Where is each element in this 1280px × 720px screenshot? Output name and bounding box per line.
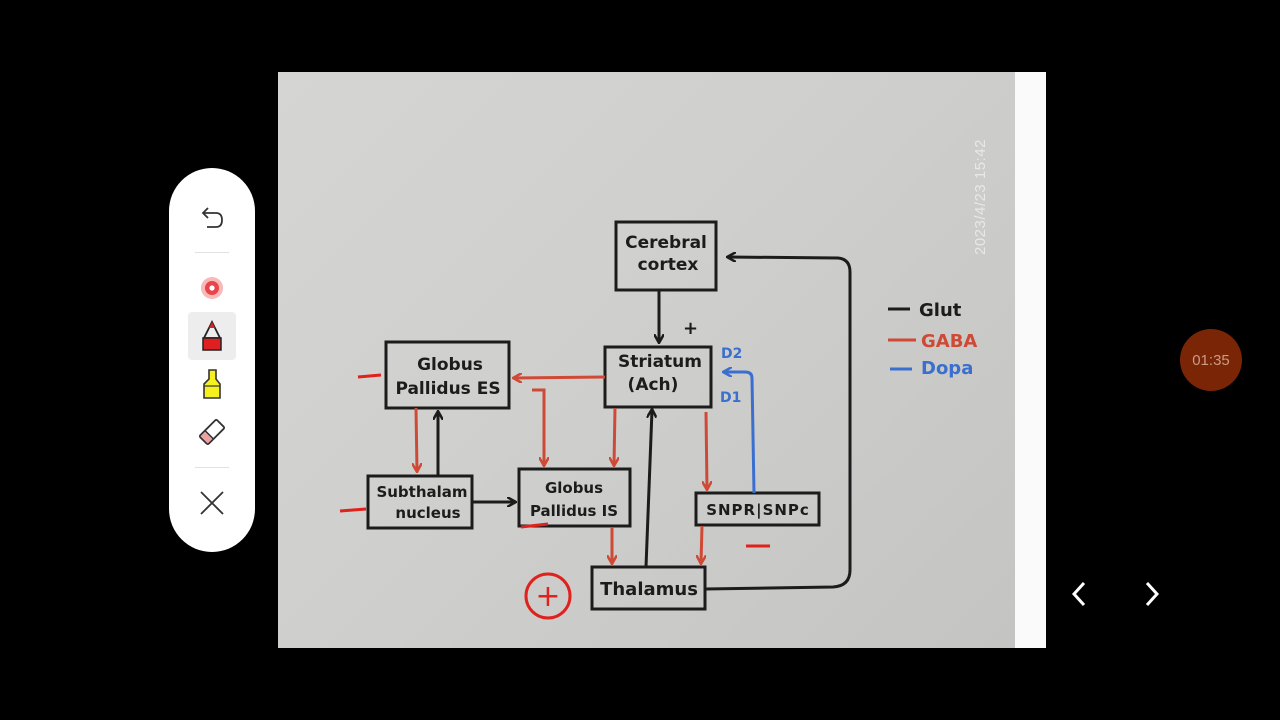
eraser-icon — [198, 418, 226, 446]
stn-line1: Subthalam — [376, 483, 467, 501]
gpis-line1: Globus — [545, 479, 603, 497]
striatum-to-gpis-left-arrow — [532, 388, 544, 465]
eraser-button[interactable] — [188, 408, 236, 456]
whiteboard-photo: Cerebral cortex Striatum (Ach) Globus Pa… — [278, 72, 1015, 648]
snpr-label: SNPR|SNPc — [706, 501, 810, 520]
cortex-line1: Cerebral — [625, 233, 707, 253]
chevron-right-icon — [1145, 581, 1160, 607]
laser-pointer-button[interactable] — [188, 264, 236, 312]
toolbar-divider — [195, 467, 229, 468]
legend-gaba: GABA — [921, 331, 977, 352]
gpes-to-stn-arrow — [416, 407, 417, 471]
annotation-toolbar — [169, 168, 255, 552]
legend-glut: Glut — [919, 300, 962, 321]
striatum-line1: Striatum — [618, 352, 702, 372]
gpis-line2: Pallidus IS — [530, 502, 618, 520]
highlighter-icon — [203, 369, 221, 399]
close-button[interactable] — [188, 479, 236, 527]
toolbar-divider — [195, 252, 229, 253]
box-snpr — [694, 491, 821, 527]
highlighter-button[interactable] — [188, 360, 236, 408]
next-button[interactable] — [1135, 578, 1167, 610]
snpr-to-thalamus-arrow — [701, 525, 702, 563]
gpes-line2: Pallidus ES — [395, 379, 500, 399]
cortex-line2: cortex — [638, 255, 699, 275]
plus-sign: + — [683, 318, 698, 339]
d1-label: D1 — [720, 390, 741, 406]
previous-button[interactable] — [1064, 578, 1096, 610]
striatum-to-gpes-arrow — [514, 377, 606, 378]
striatum-to-snpr-arrow — [706, 411, 707, 489]
undo-button[interactable] — [188, 194, 236, 242]
legend-dopa: Dopa — [921, 358, 973, 379]
chevron-left-icon — [1071, 581, 1086, 607]
recording-timer[interactable]: 01:35 — [1180, 329, 1242, 391]
snpc-to-striatum-dopa-arrow — [724, 372, 756, 494]
box-cerebral-cortex — [614, 220, 718, 292]
striatum-to-gpis-arrow — [614, 407, 615, 465]
circle-plus-label: + — [535, 579, 560, 614]
thalamus-to-striatum-arrow — [644, 410, 652, 568]
thalamus-to-cortex-arrow — [704, 257, 852, 591]
laser-pointer-icon — [201, 277, 223, 299]
legend: Glut GABA Dopa — [888, 300, 977, 379]
photo-timestamp: 2023/4/23 15:42 — [972, 139, 989, 255]
pen-icon — [202, 319, 222, 351]
pen-button[interactable] — [188, 312, 236, 360]
d2-label: D2 — [721, 346, 742, 362]
photo-right-edge — [1015, 72, 1046, 648]
basal-ganglia-diagram: Cerebral cortex Striatum (Ach) Globus Pa… — [339, 220, 977, 620]
thalamus-label: Thalamus — [600, 579, 698, 600]
box-globus-pallidus-is — [517, 467, 632, 528]
red-marker-annotations — [339, 373, 770, 620]
box-globus-pallidus-es — [384, 340, 511, 410]
undo-icon — [201, 207, 223, 228]
close-icon — [200, 491, 224, 515]
gpes-line1: Globus — [417, 355, 483, 375]
inhibition-circle — [524, 572, 572, 620]
stn-line2: nucleus — [395, 504, 460, 522]
striatum-line2: (Ach) — [628, 375, 679, 395]
